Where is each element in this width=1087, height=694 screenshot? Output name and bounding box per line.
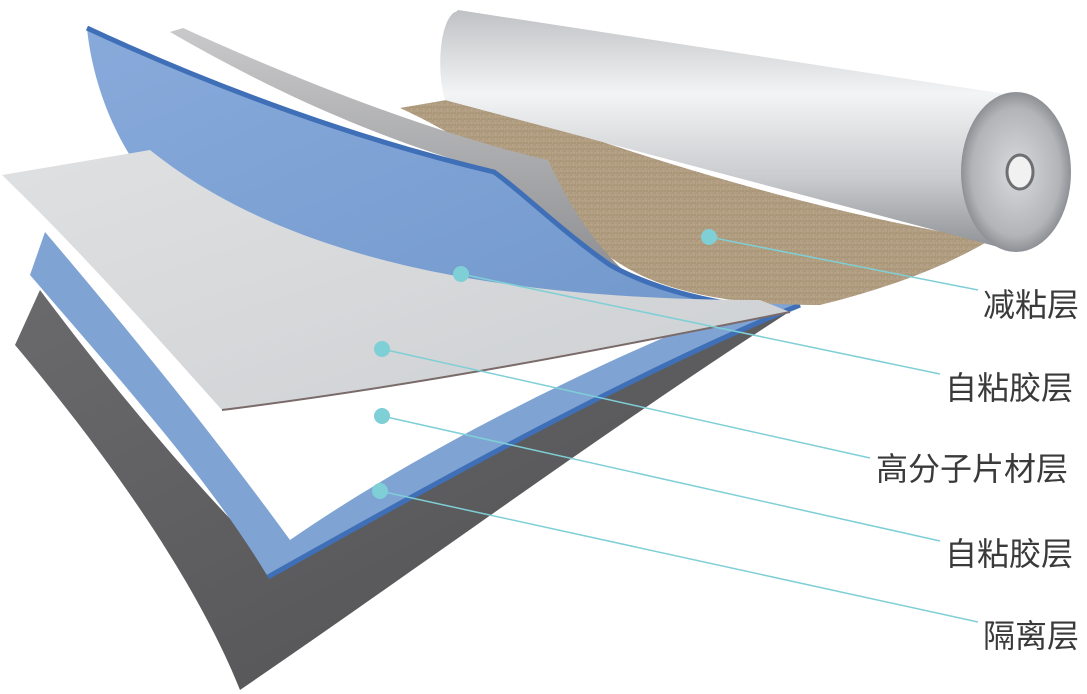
label-reduced-adhesion: 减粘层 [983, 286, 1080, 324]
leader-line-polymer-sheet [381, 348, 871, 459]
marker-adhesive-upper [453, 266, 469, 282]
lower-adhesive-layer-shape [30, 232, 800, 577]
leader-line-reduced-adhesion [708, 236, 979, 291]
polymer-sheet-edge [221, 311, 791, 411]
lower-adhesive-edge [266, 302, 801, 580]
marker-adhesive-lower [374, 408, 390, 424]
roll-top [441, 10, 1013, 250]
reduced-adhesion-layer-shape [400, 96, 990, 305]
marker-isolation [372, 483, 388, 499]
marker-reduced-adhesion [701, 229, 717, 245]
leader-line-adhesive-lower [381, 415, 941, 542]
label-adhesive-upper: 自粘胶层 [945, 369, 1074, 407]
leader-line-isolation [379, 490, 979, 623]
upper-adhesive-edge [85, 25, 761, 311]
label-isolation: 隔离层 [983, 617, 1080, 655]
marker-polymer-sheet [374, 341, 390, 357]
label-polymer-sheet: 高分子片材层 [876, 450, 1069, 488]
label-adhesive-lower: 自粘胶层 [945, 535, 1074, 573]
leader-line-adhesive-upper [460, 273, 941, 375]
release-strip-shape [170, 28, 628, 275]
polymer-sheet-shape [2, 150, 790, 410]
roll-core-hole [1005, 153, 1035, 191]
